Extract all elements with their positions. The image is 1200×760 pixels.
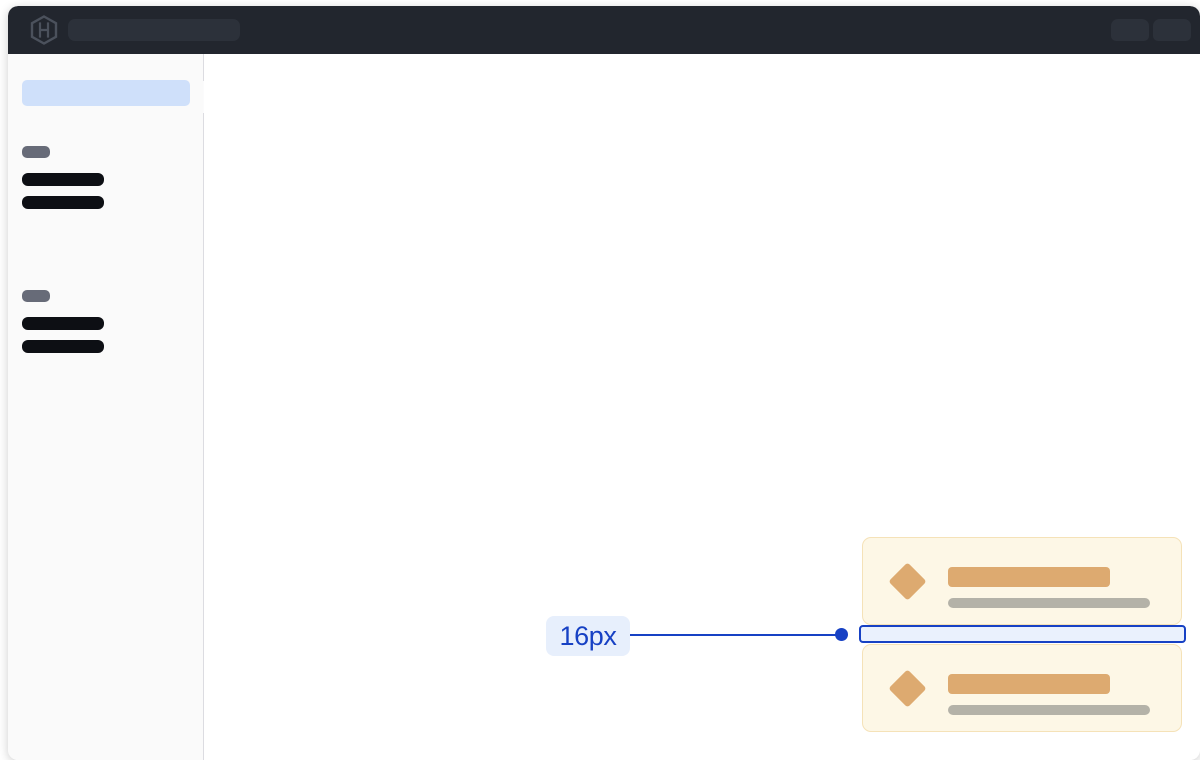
sidebar-group-2 [22, 290, 192, 353]
measurement-leader-line [629, 634, 842, 636]
sidebar-item-2-2[interactable] [22, 340, 104, 353]
sidebar-group-label [22, 146, 50, 158]
notice-card[interactable] [862, 537, 1182, 625]
notice-card-subtitle [948, 598, 1150, 608]
diamond-icon [888, 562, 927, 601]
main-canvas: 16px [204, 54, 1200, 760]
app-window: 16px [8, 6, 1200, 760]
notice-card-subtitle [948, 705, 1150, 715]
sidebar [8, 54, 203, 760]
notice-card-title [948, 567, 1110, 587]
hexagon-h-logo-icon[interactable] [29, 15, 59, 45]
search-input[interactable] [68, 19, 240, 41]
top-bar [8, 6, 1200, 54]
diamond-icon [888, 669, 927, 708]
spacing-measurement-value: 16px [559, 620, 617, 651]
sidebar-divider [203, 54, 204, 760]
top-bar-action-1[interactable] [1111, 19, 1149, 41]
sidebar-item-1-1[interactable] [22, 173, 104, 186]
sidebar-item-1-2[interactable] [22, 196, 104, 209]
sidebar-item-2-1[interactable] [22, 317, 104, 330]
sidebar-item-active[interactable] [22, 80, 190, 106]
top-bar-action-2[interactable] [1153, 19, 1191, 41]
measurement-endpoint-dot [835, 628, 848, 641]
sidebar-group-1 [22, 146, 192, 209]
notice-card-title [948, 674, 1110, 694]
spacing-measurement-badge: 16px [546, 616, 630, 656]
notice-card[interactable] [862, 644, 1182, 732]
spacing-gap-highlight [859, 625, 1186, 643]
body-area: 16px [8, 54, 1200, 760]
sidebar-group-label [22, 290, 50, 302]
